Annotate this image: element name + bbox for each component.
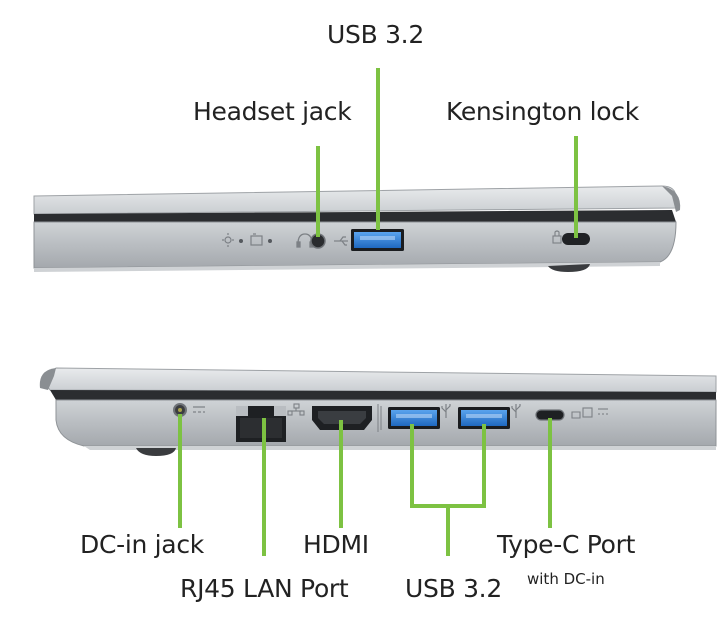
bottom-laptop-side <box>40 368 716 456</box>
battery-led <box>268 239 272 243</box>
top-laptop-side <box>34 186 680 272</box>
label-hdmi: HDMI <box>303 530 369 560</box>
bottom-base <box>56 400 716 446</box>
label-headset-jack: Headset jack <box>193 97 351 127</box>
label-dc-in-jack: DC-in jack <box>80 530 204 560</box>
label-type-c-port: Type-C Port <box>497 530 635 560</box>
label-type-c-sub: with DC-in <box>527 570 605 588</box>
label-rj45-lan-port: RJ45 LAN Port <box>180 574 348 604</box>
rj45-lan-port <box>236 406 286 442</box>
top-usb-a-port <box>351 229 404 251</box>
bottom-lid <box>47 368 716 392</box>
power-led <box>239 239 243 243</box>
top-lid <box>34 186 676 214</box>
label-usb-bottom: USB 3.2 <box>405 574 502 604</box>
label-usb-top: USB 3.2 <box>327 20 424 50</box>
label-kensington-lock: Kensington lock <box>446 97 639 127</box>
bottom-foot <box>136 448 176 456</box>
